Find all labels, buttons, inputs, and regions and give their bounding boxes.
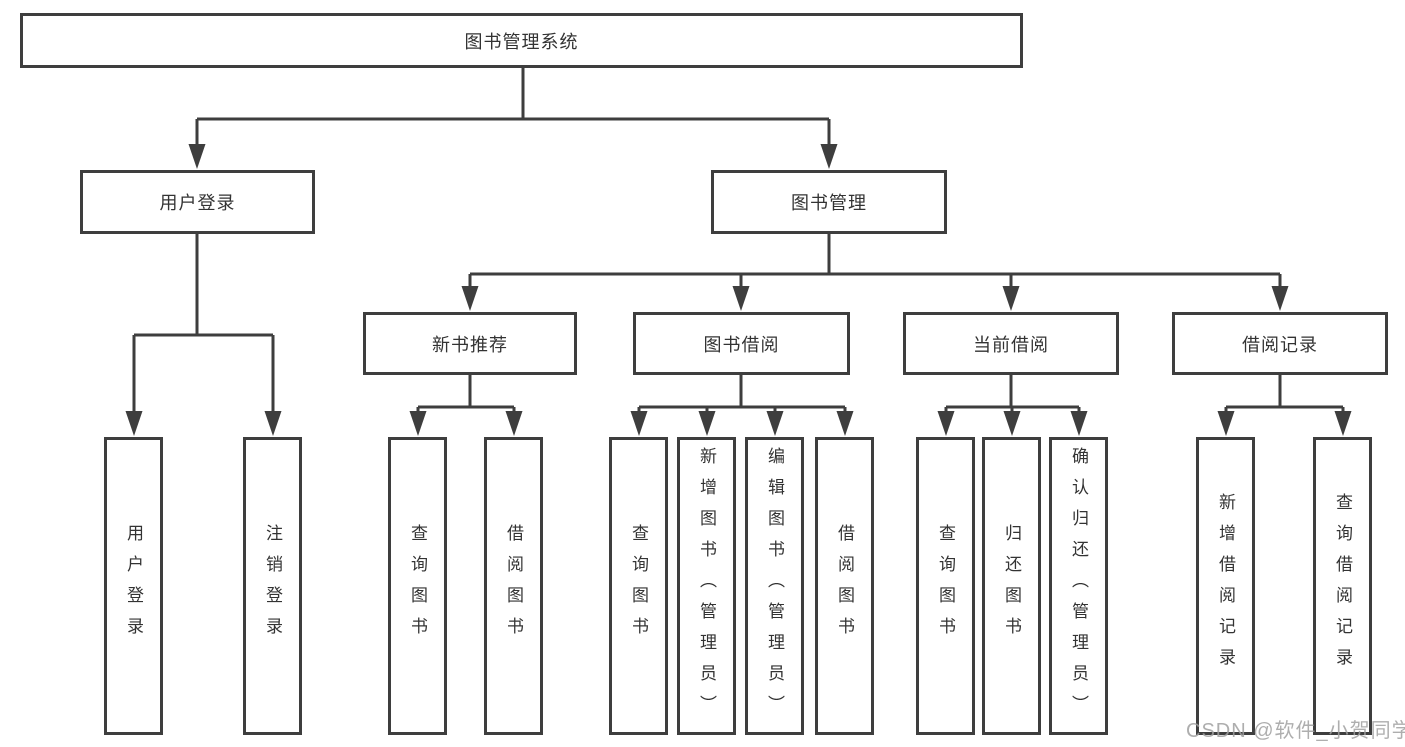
arrowheads — [125, 144, 1352, 436]
node-label: 确认归还（管理员） — [1069, 446, 1088, 726]
arrow-down-icon — [820, 144, 838, 169]
arrow-down-icon — [1003, 411, 1021, 436]
leaf-query-books-recommend: 查询图书 — [388, 437, 447, 735]
node-label: 查询图书 — [629, 524, 648, 648]
node-current-borrow: 当前借阅 — [903, 312, 1119, 375]
node-label: 借阅记录 — [1242, 334, 1318, 355]
leaf-borrow-books: 借阅图书 — [815, 437, 874, 735]
arrow-down-icon — [698, 411, 716, 436]
node-new-book-recommend: 新书推荐 — [363, 312, 577, 375]
leaf-edit-books-admin: 编辑图书（管理员） — [745, 437, 804, 735]
node-label: 图书管理 — [791, 193, 867, 213]
connector-root-to-level2 — [195, 68, 831, 146]
arrow-down-icon — [188, 144, 206, 169]
leaf-query-books-current: 查询图书 — [916, 437, 975, 735]
node-label: 查询图书 — [936, 524, 955, 648]
node-label: 用户登录 — [124, 524, 143, 648]
arrow-down-icon — [461, 286, 479, 311]
arrow-down-icon — [409, 411, 427, 436]
connector-book-management-branch — [468, 234, 1282, 288]
node-library-management-system: 图书管理系统 — [20, 13, 1023, 68]
node-label: 借阅图书 — [835, 524, 854, 648]
arrow-down-icon — [836, 411, 854, 436]
connector-user-login-branch — [132, 234, 275, 412]
node-label: 当前借阅 — [973, 334, 1049, 355]
connector-borrow-records-branch — [1224, 375, 1345, 413]
arrow-down-icon — [937, 411, 955, 436]
node-label: 查询图书 — [408, 524, 427, 648]
arrow-down-icon — [1217, 411, 1235, 436]
node-label: 归还图书 — [1002, 524, 1021, 648]
arrow-down-icon — [1271, 286, 1289, 311]
node-user-login: 用户登录 — [80, 170, 315, 234]
leaf-logout: 注销登录 — [243, 437, 302, 735]
arrow-down-icon — [1002, 286, 1020, 311]
node-borrow-records: 借阅记录 — [1172, 312, 1388, 375]
leaf-query-books-borrow: 查询图书 — [609, 437, 668, 735]
arrow-down-icon — [766, 411, 784, 436]
arrow-down-icon — [1334, 411, 1352, 436]
node-label: 注销登录 — [263, 524, 282, 648]
connector-book-borrow-branch — [637, 375, 847, 413]
arrow-down-icon — [732, 286, 750, 311]
connector-new-book-recommend-branch — [416, 375, 516, 413]
node-book-management: 图书管理 — [711, 170, 947, 234]
arrow-down-icon — [1070, 411, 1088, 436]
leaf-return-books: 归还图书 — [982, 437, 1041, 735]
leaf-confirm-return-admin: 确认归还（管理员） — [1049, 437, 1108, 735]
node-label: 用户登录 — [159, 193, 236, 213]
arrow-down-icon — [125, 411, 143, 436]
leaf-user-login: 用户登录 — [104, 437, 163, 735]
leaf-query-borrow-record: 查询借阅记录 — [1313, 437, 1372, 735]
arrow-down-icon — [264, 411, 282, 436]
arrow-down-icon — [505, 411, 523, 436]
node-label: 新增借阅记录 — [1216, 493, 1235, 679]
node-label: 图书管理系统 — [464, 31, 579, 52]
node-label: 新书推荐 — [432, 334, 508, 355]
node-label: 编辑图书（管理员） — [765, 446, 784, 726]
node-label: 查询借阅记录 — [1333, 493, 1352, 679]
connector-current-borrow-branch — [944, 375, 1081, 413]
node-book-borrow: 图书借阅 — [633, 312, 850, 375]
node-label: 图书借阅 — [703, 334, 780, 355]
node-label: 借阅图书 — [504, 524, 523, 648]
leaf-add-borrow-record: 新增借阅记录 — [1196, 437, 1255, 735]
leaf-add-books-admin: 新增图书（管理员） — [677, 437, 736, 735]
leaf-borrow-books-recommend: 借阅图书 — [484, 437, 543, 735]
node-label: 新增图书（管理员） — [697, 446, 716, 726]
arrow-down-icon — [630, 411, 648, 436]
csdn-watermark: CSDN @软件_小贺同学 — [1186, 720, 1405, 742]
